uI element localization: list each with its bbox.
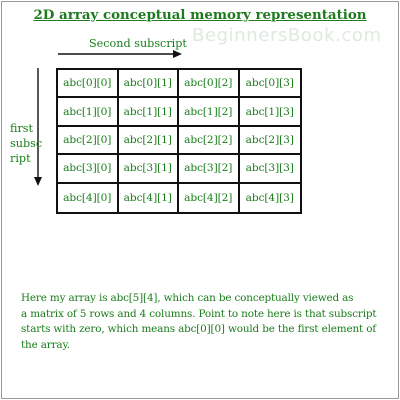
array-cell-2-3: abc[2][3] — [239, 127, 300, 156]
array-cell-4-0: abc[4][0] — [58, 183, 119, 212]
description-paragraph: Here my array is abc[5][4], which can be… — [21, 291, 399, 353]
diagram-title: 2D array conceptual memory representatio… — [0, 7, 400, 23]
second-subscript-label: Second subscript — [89, 37, 187, 50]
array-cell-1-0: abc[1][0] — [58, 98, 119, 127]
first-subscript-arrow-icon — [34, 68, 42, 186]
description-line: starts with zero, which means abc[0][0] … — [21, 323, 377, 335]
description-line: the array. — [21, 338, 70, 351]
array-cell-4-2: abc[4][2] — [179, 183, 240, 212]
array-cell-1-1: abc[1][1] — [118, 98, 179, 127]
diagram-title-text: 2D array conceptual memory representatio… — [33, 7, 367, 23]
array-cell-4-3: abc[4][3] — [245, 191, 294, 204]
second-subscript-arrow-icon — [58, 50, 182, 58]
array-grid: abc[0][0] abc[0][1] abc[0][2] abc[0][3] … — [56, 68, 302, 214]
array-cell-0-2: abc[0][2] — [179, 70, 240, 99]
first-subscript-label: first subsc ript — [10, 121, 43, 166]
array-cell-1-2: abc[1][2] — [179, 98, 240, 127]
array-cell-3-0: abc[3][0] — [58, 155, 119, 184]
description-line: a matrix of 5 rows and 4 columns. Point … — [21, 307, 377, 320]
array-cell-3-3: abc[3][3] — [239, 155, 300, 184]
watermark: BeginnersBook.com — [192, 25, 382, 46]
array-cell-3-1: abc[3][1] — [118, 155, 179, 184]
first-subscript-label-line: subsc — [10, 137, 43, 150]
first-subscript-label-line: first — [10, 122, 34, 135]
array-cell-3-2: abc[3][2] — [179, 155, 240, 184]
first-subscript-label-line: ript — [10, 152, 31, 165]
array-cell-0-0: abc[0][0] — [58, 70, 119, 99]
array-cell-2-2: abc[2][2] — [179, 126, 240, 156]
array-cell-4-1: abc[4][1] — [119, 183, 179, 212]
array-cell-2-1: abc[2][1] — [118, 126, 179, 156]
description-line: Here my array is abc[5][4], which can be… — [21, 292, 354, 304]
array-cell-1-3: abc[1][3] — [239, 98, 300, 127]
array-cell-2-0: abc[2][0] — [58, 126, 119, 156]
array-cell-0-1: abc[0][1] — [118, 70, 179, 99]
array-cell-0-3: abc[0][3] — [239, 70, 300, 99]
